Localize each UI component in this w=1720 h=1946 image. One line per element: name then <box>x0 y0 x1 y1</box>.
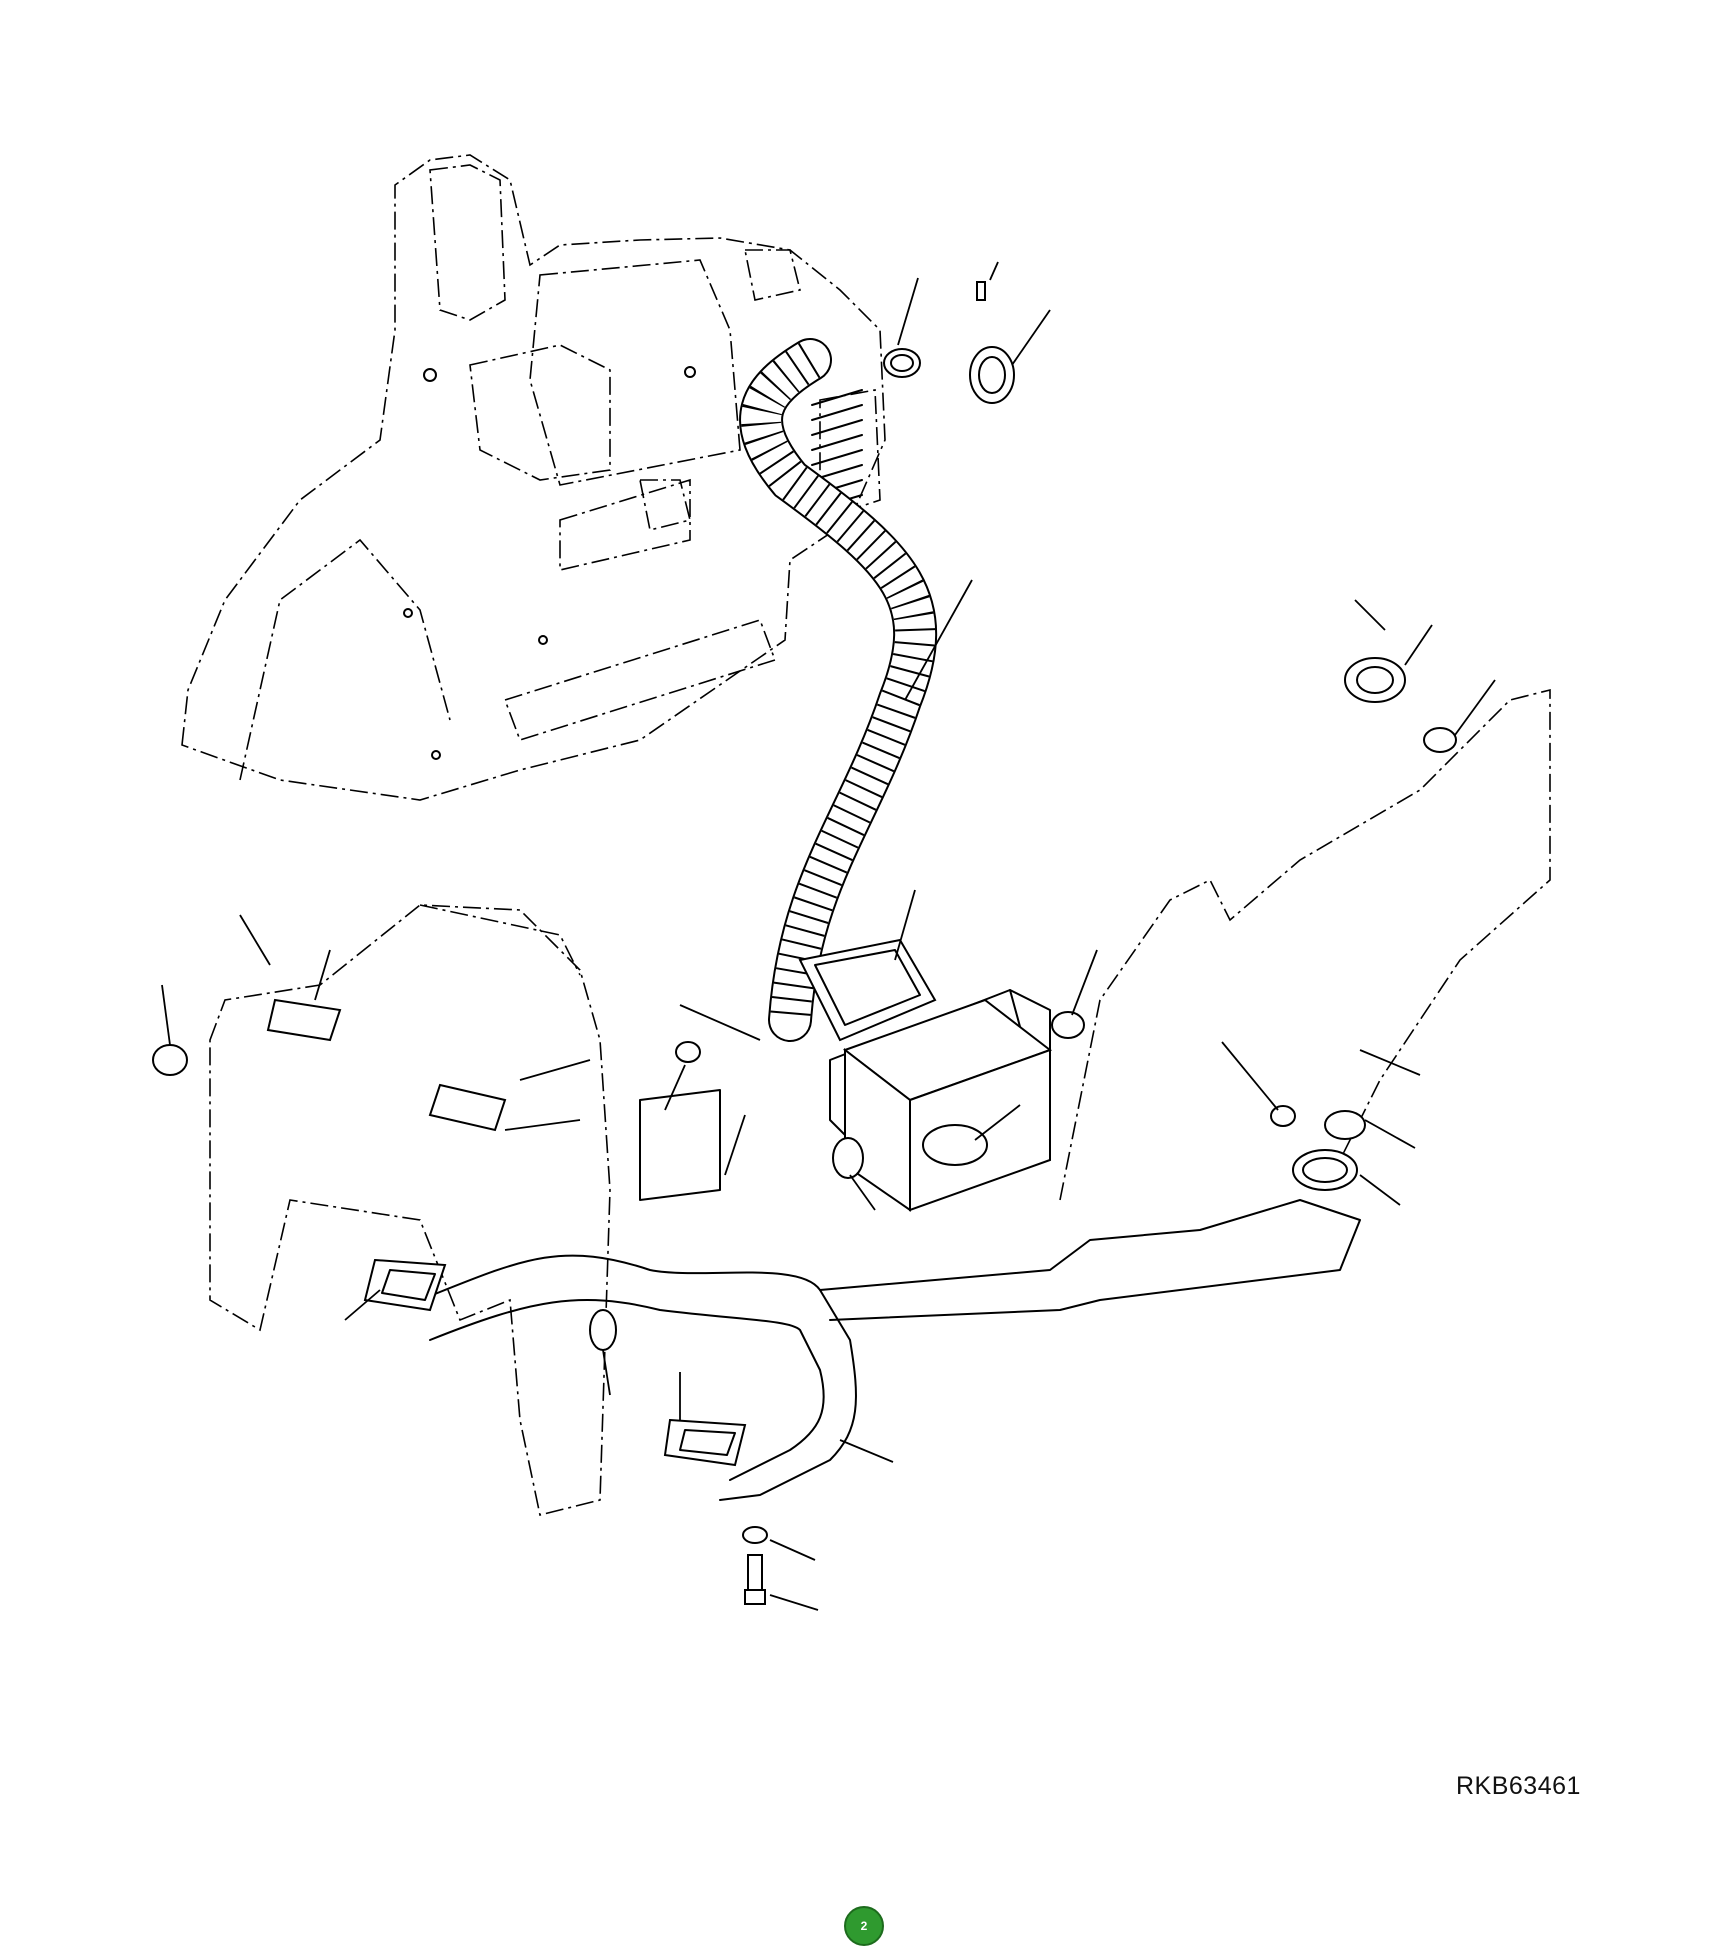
washer[interactable] <box>742 1526 768 1544</box>
plug-cap[interactable] <box>589 1309 617 1351</box>
vent-outlet-left[interactable] <box>363 1258 447 1312</box>
drawing-reference-code: RKB63461 <box>1456 1772 1581 1800</box>
louver-grille <box>811 389 863 511</box>
hose-clamp[interactable] <box>883 348 921 378</box>
gasket-rectangular[interactable] <box>798 938 937 1042</box>
hose-clamp-right[interactable] <box>1423 727 1457 753</box>
page-number-badge[interactable]: 2 <box>844 1906 884 1946</box>
vent-grille-mid[interactable] <box>428 1083 507 1132</box>
gasket-oval-right[interactable] <box>1292 1149 1358 1191</box>
vent-grille-top[interactable] <box>266 998 342 1042</box>
grommet-center[interactable] <box>1051 1011 1085 1039</box>
vent-ring-right[interactable] <box>1344 657 1406 703</box>
leader-lines <box>161 261 1496 1611</box>
vent-ring[interactable] <box>969 346 1015 404</box>
plug-cap-center[interactable] <box>832 1137 864 1179</box>
bolt[interactable] <box>744 1554 766 1605</box>
upper-console-housing <box>181 154 886 801</box>
screw[interactable] <box>976 281 986 301</box>
corrugated-hose <box>739 338 938 1042</box>
hose-clamp-lower-right[interactable] <box>1324 1110 1366 1140</box>
vent-outlet-bottom[interactable] <box>663 1418 747 1467</box>
blind-plug[interactable] <box>675 1041 701 1063</box>
blind-plug-right[interactable] <box>1270 1105 1296 1127</box>
grommet-left[interactable] <box>152 1044 188 1076</box>
junction-box[interactable] <box>842 998 1053 1212</box>
